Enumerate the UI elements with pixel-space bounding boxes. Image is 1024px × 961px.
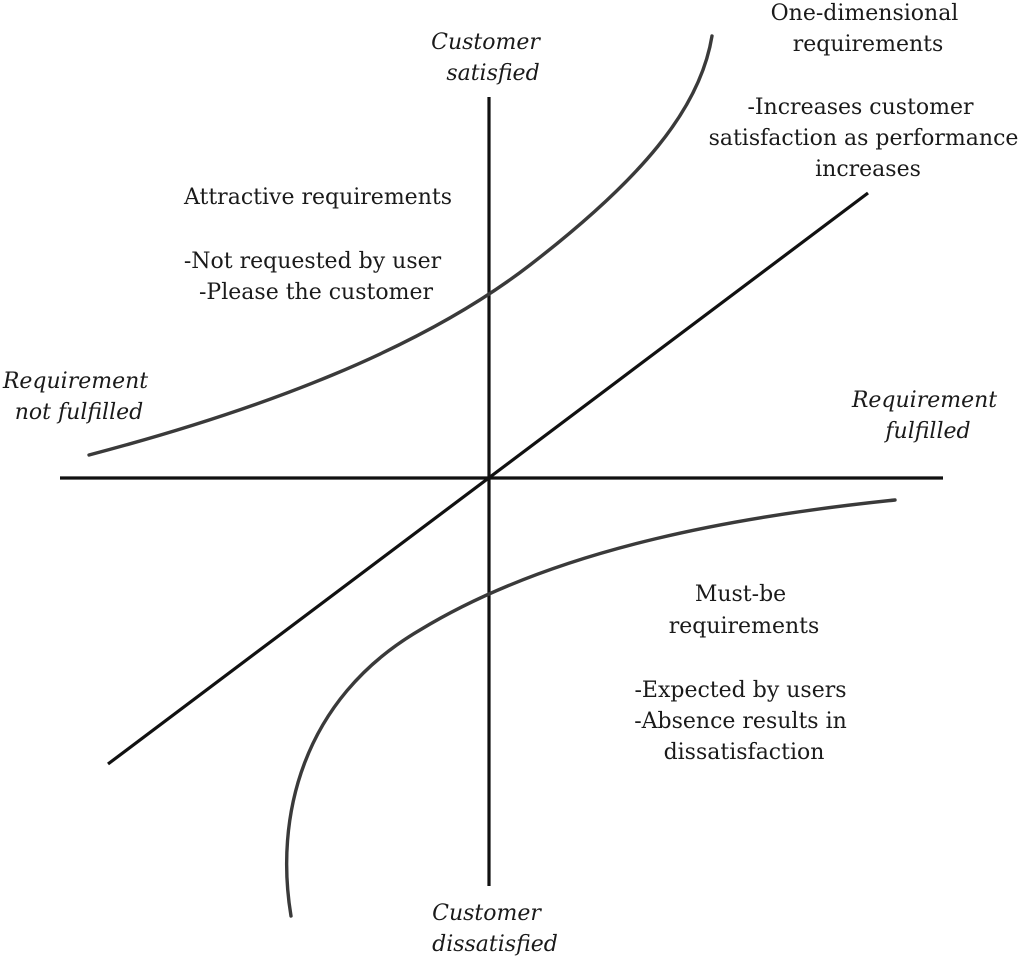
one-dimensional-line xyxy=(107,191,869,766)
must-be-title: Must-be requirements xyxy=(669,582,820,639)
attractive-points: -Not requested by user -Please the custo… xyxy=(184,249,448,305)
y-axis-top-label: Customer satisfied xyxy=(431,30,547,86)
must-be-points: -Expected by users -Absence results in d… xyxy=(634,678,854,765)
attractive-title: Attractive requirements xyxy=(183,185,452,210)
must-be-curve xyxy=(285,498,897,918)
y-axis-bottom-label: Customer dissatisfied xyxy=(432,901,558,957)
x-axis-left-label: Requirement not fulfilled xyxy=(2,369,155,425)
one-dimensional-title: One-dimensional requirements xyxy=(771,1,966,57)
x-axis-right-label: Requirement fulfilled xyxy=(851,388,1004,444)
one-dimensional-desc: -Increases customer satisfaction as perf… xyxy=(709,95,1024,182)
attractive-curve xyxy=(87,34,714,457)
